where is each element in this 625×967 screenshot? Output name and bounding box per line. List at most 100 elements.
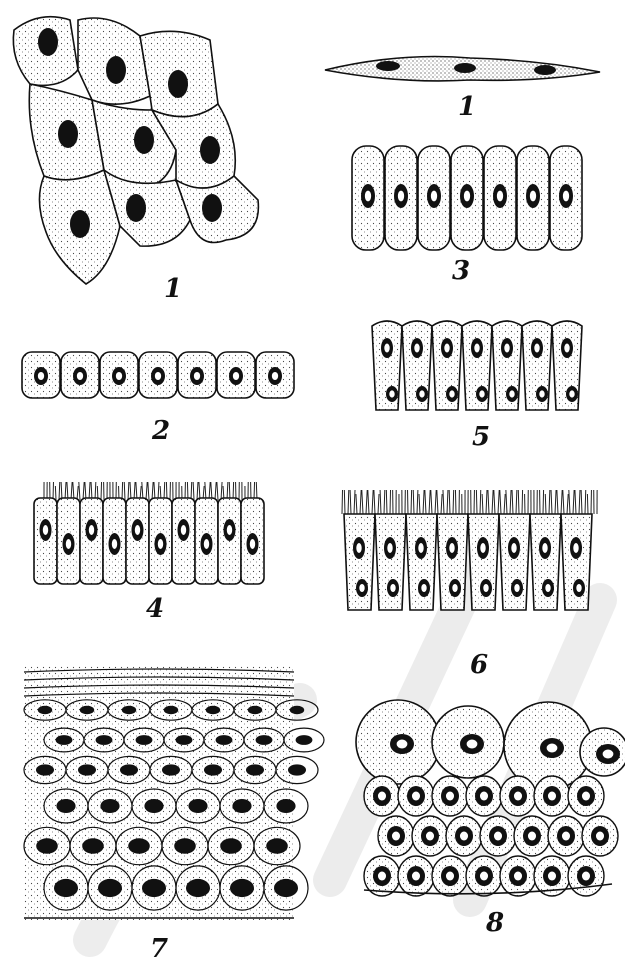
- nucleolus: [181, 525, 186, 535]
- nucleus: [78, 764, 96, 775]
- nucleus: [202, 194, 222, 222]
- nucleolus: [426, 832, 434, 841]
- nucleolus: [365, 191, 371, 202]
- nucleus: [256, 735, 273, 745]
- nucleolus: [387, 543, 392, 553]
- panel-squamous-surface-view: [13, 17, 258, 284]
- nucleolus: [384, 344, 389, 353]
- nucleolus: [497, 191, 503, 202]
- nucleus: [70, 210, 90, 238]
- nucleolus: [573, 543, 578, 553]
- nucleolus: [467, 740, 478, 749]
- nucleus: [266, 838, 288, 853]
- nucleolus: [77, 372, 83, 380]
- nucleolus: [548, 872, 556, 881]
- panel-transitional: [356, 700, 625, 896]
- nucleolus: [514, 584, 519, 592]
- panel-label: 4: [146, 596, 164, 622]
- panel-label: 1: [458, 94, 476, 120]
- nucleolus: [483, 584, 488, 592]
- nucleolus: [66, 539, 71, 549]
- nucleus: [106, 56, 126, 84]
- nucleus: [58, 120, 78, 148]
- panel-ciliated-columnar: [34, 482, 264, 584]
- nucleolus: [452, 584, 457, 592]
- nucleolus: [158, 539, 163, 549]
- nucleolus: [548, 792, 556, 801]
- nucleus: [164, 706, 178, 714]
- nucleolus: [480, 872, 488, 881]
- nucleolus: [356, 543, 361, 553]
- nucleus: [248, 706, 262, 714]
- panel-label: 1: [164, 276, 182, 302]
- nucleus: [120, 764, 138, 775]
- nucleus: [144, 799, 163, 813]
- nucleolus: [494, 832, 502, 841]
- nucleus: [162, 764, 180, 775]
- nucleus: [126, 194, 146, 222]
- nucleus: [176, 735, 193, 745]
- nucleolus: [528, 832, 536, 841]
- panel-stratified-squamous: [24, 665, 324, 920]
- panel-pseudostratified: [372, 321, 582, 410]
- nucleus: [36, 764, 54, 775]
- nucleolus: [359, 584, 364, 592]
- nucleus: [136, 735, 153, 745]
- nucleolus: [582, 792, 590, 801]
- nucleus: [230, 879, 254, 897]
- nucleolus: [112, 539, 117, 549]
- nucleus: [276, 799, 295, 813]
- nucleus: [96, 735, 113, 745]
- nucleus: [232, 799, 251, 813]
- nucleolus: [418, 543, 423, 553]
- nucleus: [80, 706, 94, 714]
- panel-squamous-side-view: [325, 57, 600, 81]
- nucleolus: [511, 543, 516, 553]
- panel-label: 2: [152, 418, 170, 444]
- nucleolus: [596, 832, 604, 841]
- nucleus: [56, 799, 75, 813]
- nucleolus: [480, 543, 485, 553]
- nucleolus: [397, 740, 408, 749]
- nucleus: [220, 838, 242, 853]
- nucleolus: [534, 344, 539, 353]
- nucleolus: [449, 543, 454, 553]
- nucleolus: [89, 525, 94, 535]
- nucleolus: [464, 191, 470, 202]
- nucleus: [168, 70, 188, 98]
- panel-cuboidal: [22, 352, 294, 398]
- nucleolus: [116, 372, 122, 380]
- nucleolus: [563, 191, 569, 202]
- panel-columnar: [352, 146, 582, 250]
- nucleolus: [444, 344, 449, 353]
- nucleus: [56, 735, 73, 745]
- panel-label: 7: [150, 936, 168, 962]
- nucleolus: [547, 744, 558, 753]
- nucleolus: [514, 792, 522, 801]
- nucleolus: [390, 584, 395, 592]
- nucleolus: [564, 344, 569, 353]
- panel-label: 6: [470, 652, 488, 678]
- nucleolus: [545, 584, 550, 592]
- nucleus: [174, 838, 196, 853]
- nucleus: [98, 879, 122, 897]
- nucleus: [246, 764, 264, 775]
- cilia: [342, 490, 597, 514]
- nucleolus: [449, 390, 454, 397]
- nucleolus: [539, 390, 544, 397]
- nucleus: [206, 706, 220, 714]
- nucleolus: [514, 872, 522, 881]
- nucleus: [142, 879, 166, 897]
- nucleus: [54, 879, 78, 897]
- nucleolus: [155, 372, 161, 380]
- nucleolus: [233, 372, 239, 380]
- nucleolus: [446, 872, 454, 881]
- nucleus: [274, 879, 298, 897]
- nucleolus: [421, 584, 426, 592]
- nucleolus: [504, 344, 509, 353]
- nucleolus: [412, 792, 420, 801]
- panel-label: 5: [472, 424, 490, 450]
- nucleus: [134, 126, 154, 154]
- nucleolus: [562, 832, 570, 841]
- nucleus: [38, 706, 52, 714]
